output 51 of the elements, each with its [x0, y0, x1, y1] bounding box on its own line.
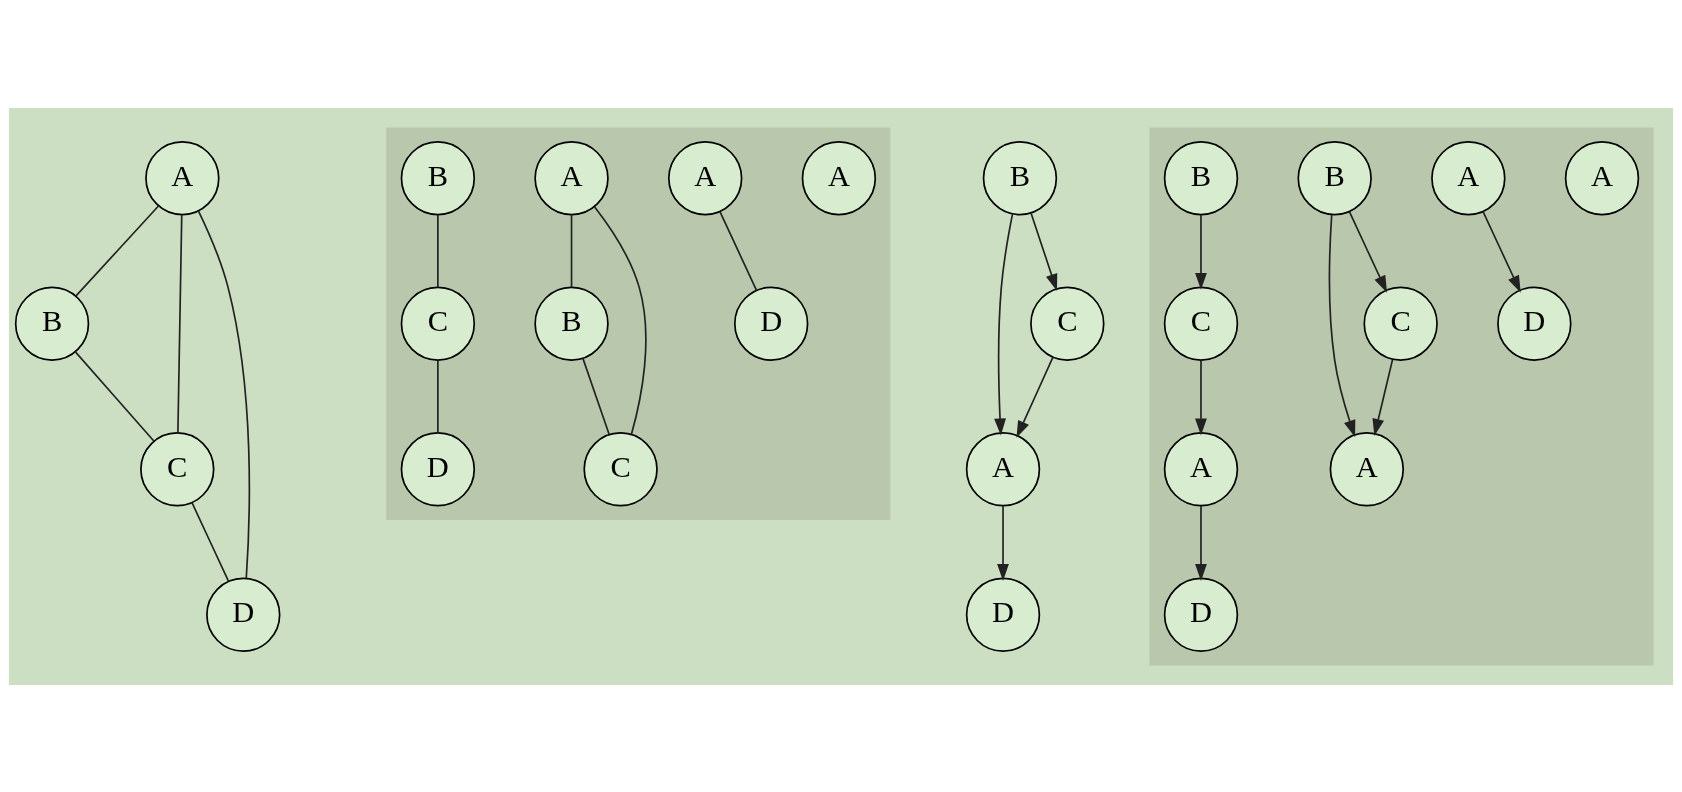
arrow: [1016, 356, 1054, 438]
connector: [437, 359, 439, 434]
node-circle: B: [982, 140, 1058, 215]
arrow: [994, 212, 1014, 435]
node-circle: C: [583, 431, 658, 506]
node-circle: D: [1497, 286, 1572, 361]
node-circle: C: [1030, 286, 1105, 361]
node-circle: C: [1363, 286, 1438, 361]
arrow: [1348, 210, 1388, 293]
node-circle: D: [400, 431, 476, 506]
arrow: [1328, 213, 1356, 437]
node-circle: D: [965, 577, 1041, 652]
node-circle: C: [1163, 286, 1239, 361]
node-circle: A: [801, 140, 877, 215]
connector: [197, 209, 251, 579]
node-circle: A: [1163, 431, 1239, 506]
node-circle: A: [534, 140, 609, 215]
connector: [719, 210, 758, 291]
cluster: [1149, 126, 1654, 666]
cluster: [386, 126, 891, 520]
connector: [74, 204, 160, 297]
node-circle: A: [668, 140, 743, 215]
connector: [177, 213, 183, 434]
arrow: [1030, 212, 1058, 291]
node-circle: B: [400, 140, 476, 215]
node-circle: D: [206, 577, 281, 652]
node-circle: A: [145, 140, 220, 215]
node-circle: D: [733, 286, 809, 361]
node-circle: A: [965, 431, 1041, 506]
connector: [582, 357, 610, 435]
arrow: [997, 504, 1009, 581]
arrow: [1195, 504, 1207, 581]
connector: [191, 501, 230, 582]
node-circle: B: [14, 286, 90, 361]
node-circle: B: [1163, 140, 1239, 215]
connector: [74, 350, 155, 442]
connector: [570, 213, 573, 288]
arrow: [1195, 359, 1207, 435]
connector: [437, 213, 439, 288]
connector: [593, 205, 647, 435]
node-circle: A: [1431, 140, 1506, 215]
node-circle: C: [400, 286, 476, 361]
node-circle: B: [1297, 140, 1372, 215]
node-circle: C: [140, 431, 215, 506]
arrow: [1482, 210, 1521, 293]
node-circle: D: [1163, 577, 1239, 652]
node-circle: B: [534, 286, 609, 361]
node-circle: A: [1564, 140, 1640, 215]
arrow: [1372, 358, 1394, 436]
arrow: [1195, 213, 1207, 290]
node-circle: A: [1329, 431, 1405, 506]
